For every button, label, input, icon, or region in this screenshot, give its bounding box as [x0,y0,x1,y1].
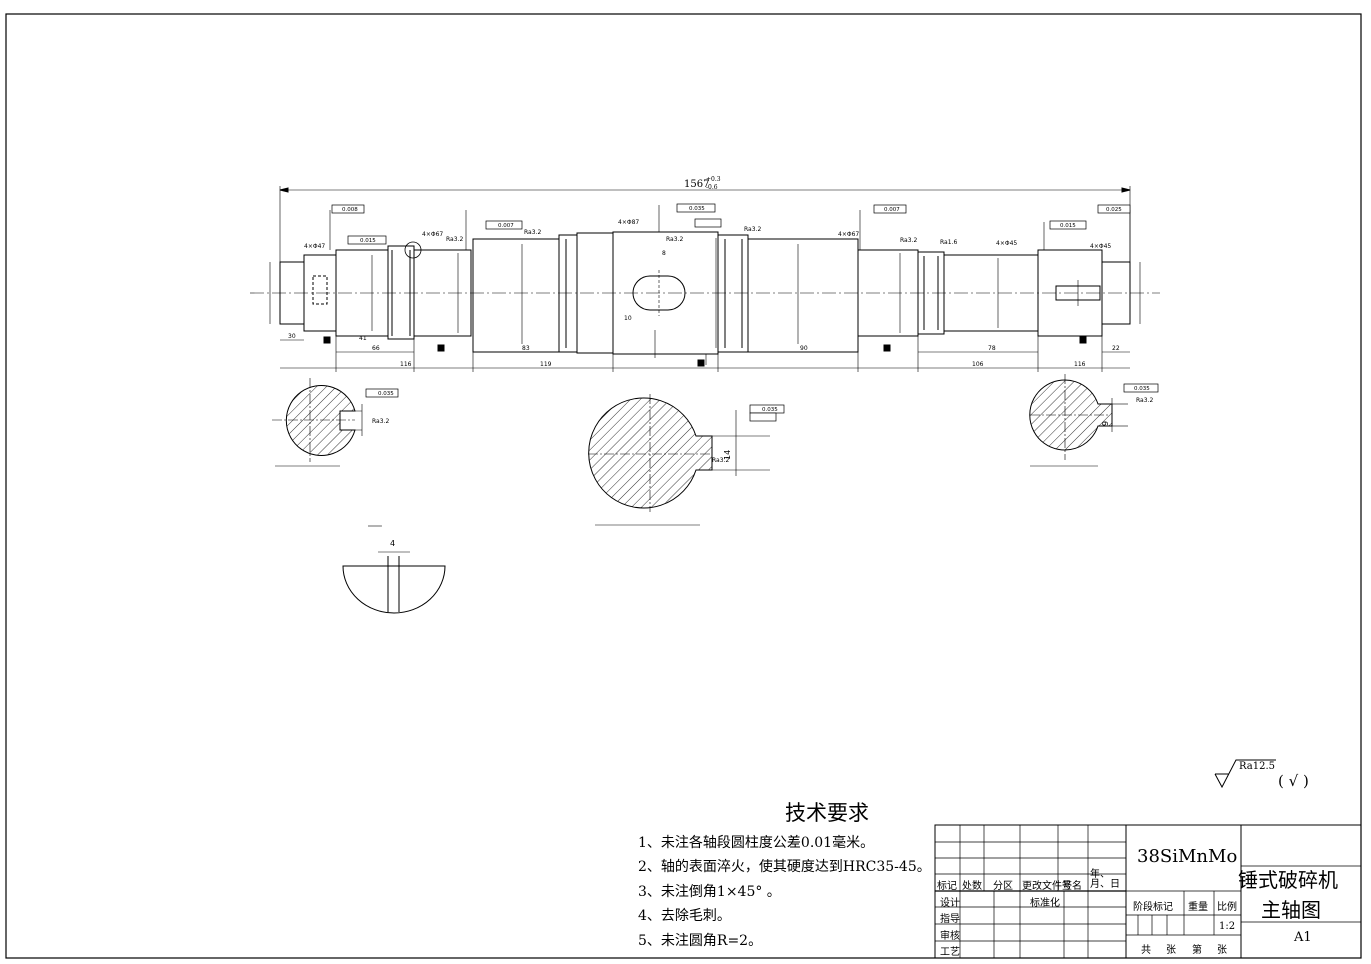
tolerance-value: 0.008 [342,207,358,213]
roughness-mark: Ra3.2 [1136,397,1153,404]
dim-seg: 90 [800,345,808,352]
tolerance-value: 0.035 [762,407,778,413]
tb-label-change-doc: 更改文件号 [1022,881,1072,892]
keyway-dim: 9 [1101,421,1110,426]
roughness-mark: Ra3.2 [524,229,541,236]
roughness-mark: Ra3.2 [744,226,761,233]
dim-seg: 116 [400,361,412,368]
tolerance-value: 0.025 [1106,207,1122,213]
section-middle [588,394,770,526]
drawing-name-line2: 主轴图 [1261,898,1321,922]
dim-seg: 30 [288,333,296,340]
keyway-detail [342,525,446,614]
tb-label-review: 审核 [940,931,960,942]
roughness-mark: Ra1.6 [940,239,957,246]
roughness-mark: Ra3.2 [372,418,389,425]
drawing-border [5,13,1362,959]
keyway-dim: 4 [390,539,395,548]
tb-label-zone: 分区 [993,881,1013,892]
tolerance-value: 0.035 [378,391,394,397]
dim-seg: 66 [372,345,380,352]
overall-tol-lower: -0.6 [706,184,718,191]
tb-label-process: 工艺 [940,947,960,958]
tolerance-value: 0.015 [1060,223,1076,229]
tolerance-frames [331,203,1159,422]
tb-label-count: 处数 [962,881,982,892]
tb-label-weight: 重量 [1188,902,1208,913]
tb-label-ratio: 比例 [1217,902,1237,913]
chamfer-note: 4×Φ67 [422,231,443,238]
sheet-size: A1 [1294,930,1312,945]
chamfer-note: 4×Φ47 [304,243,325,250]
tech-requirements-title: 技术要求 [785,801,869,825]
roughness-mark: Ra3.2 [900,237,917,244]
dim-seg: 22 [1112,345,1120,352]
roughness-mark: Ra3.2 [666,236,683,243]
tb-label-page: 第 [1192,945,1202,956]
title-block [934,824,1362,959]
keyway-dim: 14 [723,450,732,460]
tolerance-value: 0.035 [1134,386,1150,392]
tb-label-guide: 指导 [940,914,960,925]
roughness-mark: Ra3.2 [446,236,463,243]
tb-label-date: 年、月、日 [1090,869,1120,890]
section-left [272,378,363,467]
material-label: 38SiMnMo [1137,846,1238,867]
dim-seg: 8 [662,250,666,257]
chamfer-note: 4×Φ67 [838,231,859,238]
shaft-elevation [250,186,1160,372]
tb-label-standardize: 标准化 [1030,898,1060,909]
section-right [1029,374,1128,467]
tb-label-stage-mark: 阶段标记 [1133,902,1173,913]
tech-requirement-item: 4、去除毛刺。 [638,908,731,924]
dim-seg: 116 [1074,361,1086,368]
chamfer-note: 4×Φ87 [618,219,639,226]
chamfer-note: 4×Φ45 [996,240,1017,247]
roughness-mark: Ra3.2 [712,457,729,464]
roughness-symbol [1214,759,1276,789]
dim-seg: 78 [988,345,996,352]
dim-seg: 106 [972,361,984,368]
roughness-label: Ra12.5 [1239,761,1275,772]
tolerance-value: 0.035 [689,206,705,212]
drawing-name-line1: 锤式破碎机 [1238,868,1338,892]
tech-requirement-item: 1、未注各轴段圆柱度公差0.01毫米。 [638,835,875,851]
tech-requirement-item: 3、未注倒角1×45° 。 [638,884,781,900]
tb-label-sheet-end: 张 [1217,945,1227,956]
dim-seg: 119 [540,361,552,368]
tb-label-signature: 签名 [1062,881,1082,892]
tolerance-value: 0.007 [498,223,514,229]
chamfer-note: 4×Φ45 [1090,243,1111,250]
tech-requirement-item: 2、轴的表面淬火，使其硬度达到HRC35-45。 [638,859,931,875]
tb-label-sheets: 张 [1166,945,1176,956]
roughness-check: ( √ ) [1278,772,1309,790]
tolerance-value: 0.007 [884,207,900,213]
dim-seg: 83 [522,345,530,352]
dim-seg: 41 [359,335,367,342]
dim-seg: 10 [624,315,632,322]
tech-requirement-item: 5、未注圆角R=2。 [638,933,763,949]
tolerance-value: 0.015 [360,238,376,244]
tb-label-mark: 标记 [937,881,957,892]
scale-value: 1:2 [1219,921,1236,932]
tb-label-total: 共 [1141,945,1151,956]
overall-tol-upper: +0.3 [706,176,721,183]
tb-label-design: 设计 [940,898,960,909]
overall-length-dim: 1567 [684,179,709,190]
